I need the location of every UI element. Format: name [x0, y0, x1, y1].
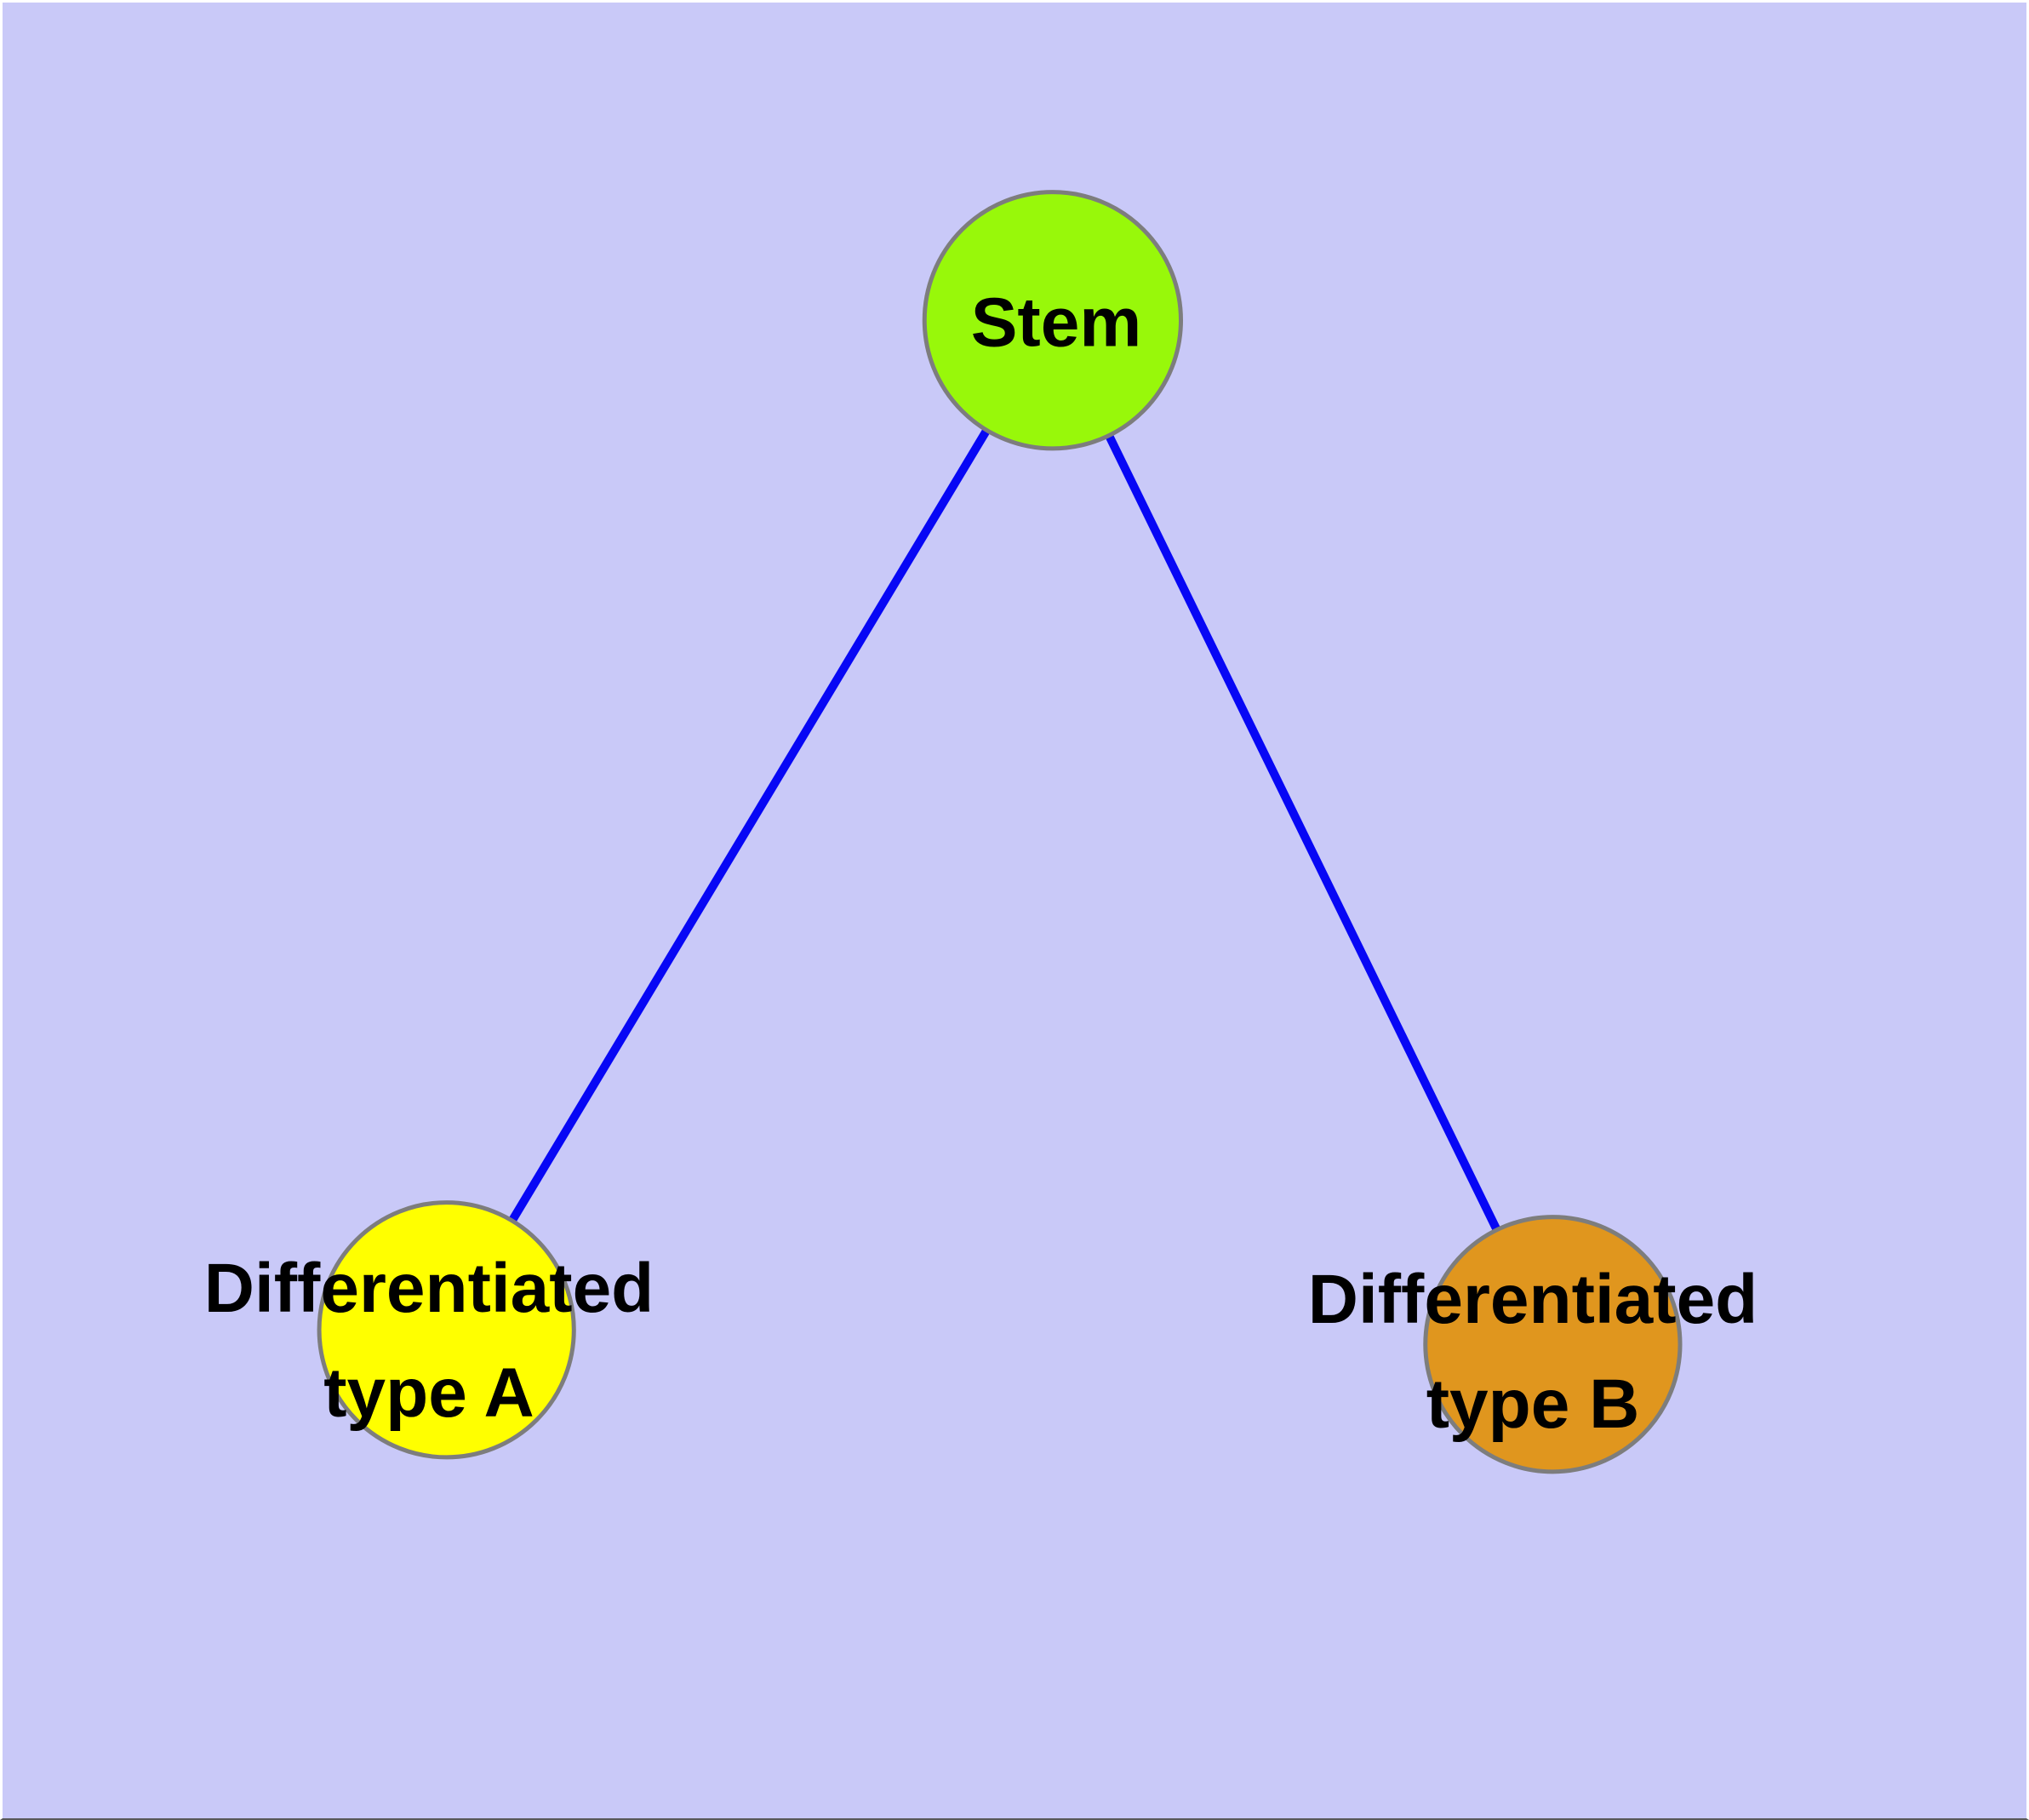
stem-node-label: Stem — [971, 271, 1142, 375]
edge-stem-to-type-a — [443, 318, 1057, 1332]
type-a-node-label: Differentiated type A — [204, 1236, 654, 1445]
type-a-label-line-2: type A — [323, 1354, 534, 1432]
stem-node-circle — [922, 190, 1184, 451]
type-b-label-line-2: type B — [1426, 1365, 1640, 1443]
type-a-label-line-1: Differentiated — [203, 1250, 654, 1327]
graph-svg — [317, 190, 1683, 1474]
edge-stem-to-type-b — [1049, 318, 1557, 1347]
type-b-label-line-1: Differentiated — [1307, 1261, 1758, 1338]
stem-node-label-text: Stem — [970, 283, 1142, 362]
type-a-node-circle — [317, 1200, 576, 1460]
type-b-node-label: Differentiated type B — [1308, 1247, 1758, 1457]
type-b-node-circle — [1423, 1215, 1683, 1474]
